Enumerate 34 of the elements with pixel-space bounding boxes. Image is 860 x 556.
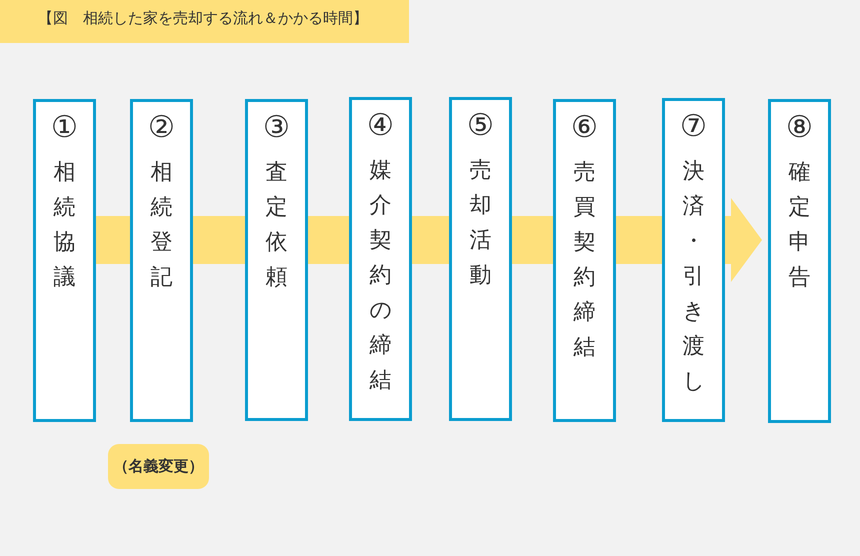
band-segment — [512, 216, 553, 264]
step-number: ④ — [367, 110, 394, 142]
step-number: ⑥ — [571, 112, 598, 144]
step-number: ⑧ — [786, 112, 813, 144]
step-number: ⑦ — [680, 111, 707, 143]
band-segment — [616, 216, 662, 264]
band-arrow — [725, 198, 762, 282]
step-box — [662, 98, 725, 422]
step-box — [553, 99, 616, 422]
step-number: ② — [148, 112, 175, 144]
band-segment — [96, 216, 130, 264]
step-number: ③ — [263, 112, 290, 144]
step-label: 媒介契約の締結 — [370, 156, 392, 394]
step-label: 売却活動 — [470, 156, 492, 289]
step-label: 確定申告 — [788, 158, 810, 291]
step-number: ① — [51, 112, 78, 144]
step-box — [449, 97, 512, 421]
step-box — [245, 99, 308, 421]
step-box — [768, 99, 831, 423]
step-label: 相続登記 — [150, 158, 172, 291]
step-label: 決済・引き渡し — [682, 157, 704, 395]
step-label: 売買契約締結 — [574, 158, 596, 361]
band-segment — [412, 216, 449, 264]
step-box — [130, 99, 193, 422]
step-label: 相続協議 — [54, 158, 76, 291]
note-text: （名義変更） — [114, 458, 204, 476]
step-number: ⑤ — [467, 110, 494, 142]
title-text: 【図 相続した家を売却する流れ＆かかる時間】 — [38, 9, 368, 29]
step-box — [33, 99, 96, 422]
band-segment — [308, 216, 349, 264]
note-box — [108, 444, 209, 489]
step-label: 査定依頼 — [266, 158, 288, 291]
step-box — [349, 97, 412, 421]
band-segment — [193, 216, 245, 264]
